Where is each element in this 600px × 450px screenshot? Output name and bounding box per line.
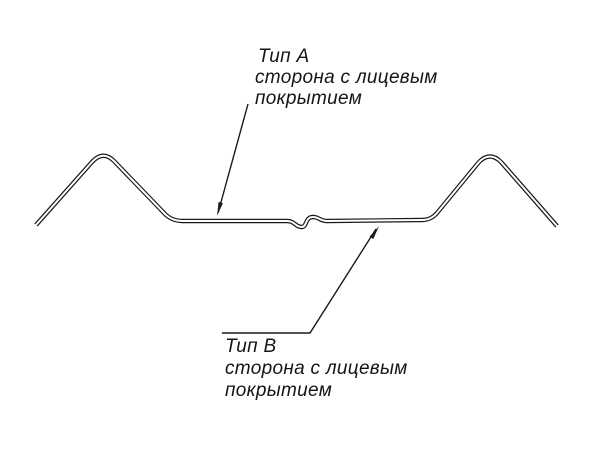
callout-type-a: Тип А сторона с лицевым покрытием [217,46,438,216]
sheet-profile-outline [34,153,559,230]
label-type-b-line2: покрытием [225,380,332,401]
arrowhead-type-a [217,201,223,216]
arrowhead-type-b [369,226,379,239]
label-type-a-title: Тип А [258,46,309,67]
sheet-profile-core [35,154,558,228]
label-type-a-line1: сторона с лицевым [255,67,438,88]
leader-line-type-b [222,228,377,334]
sheet-profile [34,153,559,230]
leader-line-type-a [217,103,249,214]
label-type-b-line1: сторона с лицевым [225,358,408,379]
callout-type-b: Тип В сторона с лицевым покрытием [222,226,408,401]
label-type-a-line2: покрытием [255,88,362,109]
label-type-b-title: Тип В [225,336,276,357]
